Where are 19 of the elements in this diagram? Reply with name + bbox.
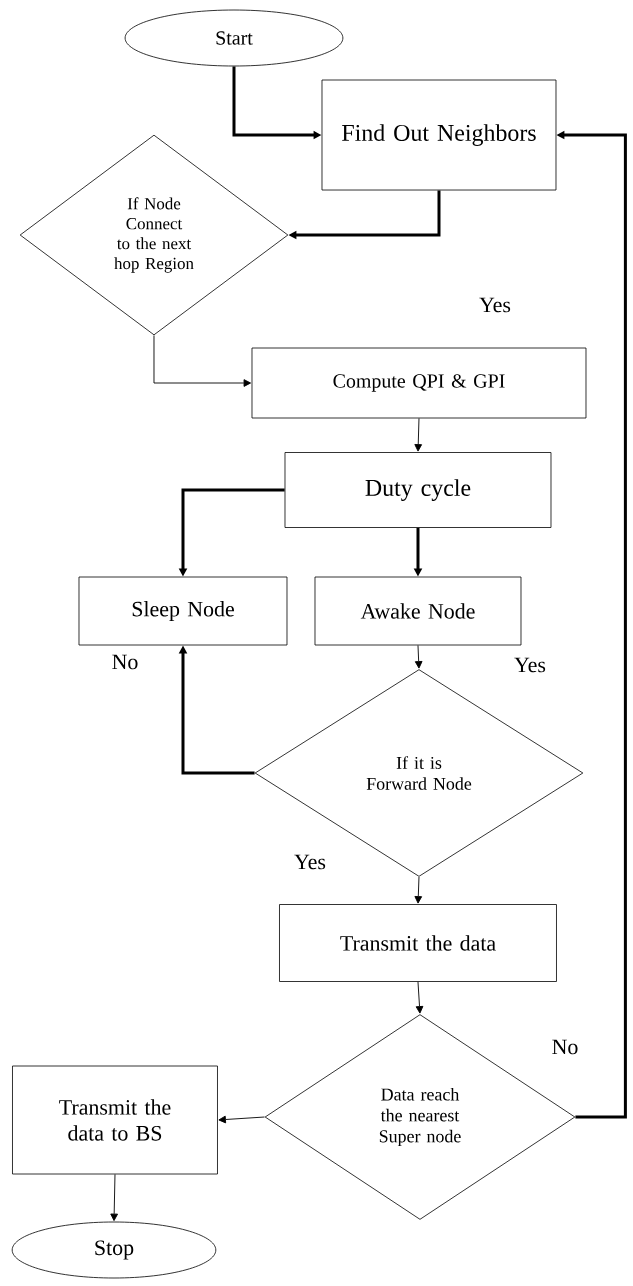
process-box: Compute QPI & GPI — [251, 347, 587, 419]
arrow — [110, 1173, 118, 1222]
arrow — [414, 644, 423, 669]
arrow — [414, 417, 423, 452]
arrow — [218, 1115, 266, 1124]
process-box: Transmit the data — [279, 904, 557, 982]
terminal-oval: Stop — [11, 1221, 217, 1279]
process-box: Duty cycle — [284, 452, 552, 528]
arrow — [414, 876, 423, 904]
process-box: Awake Node — [314, 576, 522, 646]
arrow — [153, 334, 252, 387]
process-box: Transmit the data to BS — [12, 1065, 218, 1175]
arrow — [415, 981, 424, 1014]
process-box: Sleep Node — [78, 576, 288, 646]
edge-label: Yes — [293, 853, 327, 871]
edge-label: No — [110, 653, 140, 671]
terminal-oval: Start — [124, 9, 344, 67]
branch-label: Yes — [479, 297, 511, 313]
process-box: Find Out Neighbors — [321, 79, 557, 191]
